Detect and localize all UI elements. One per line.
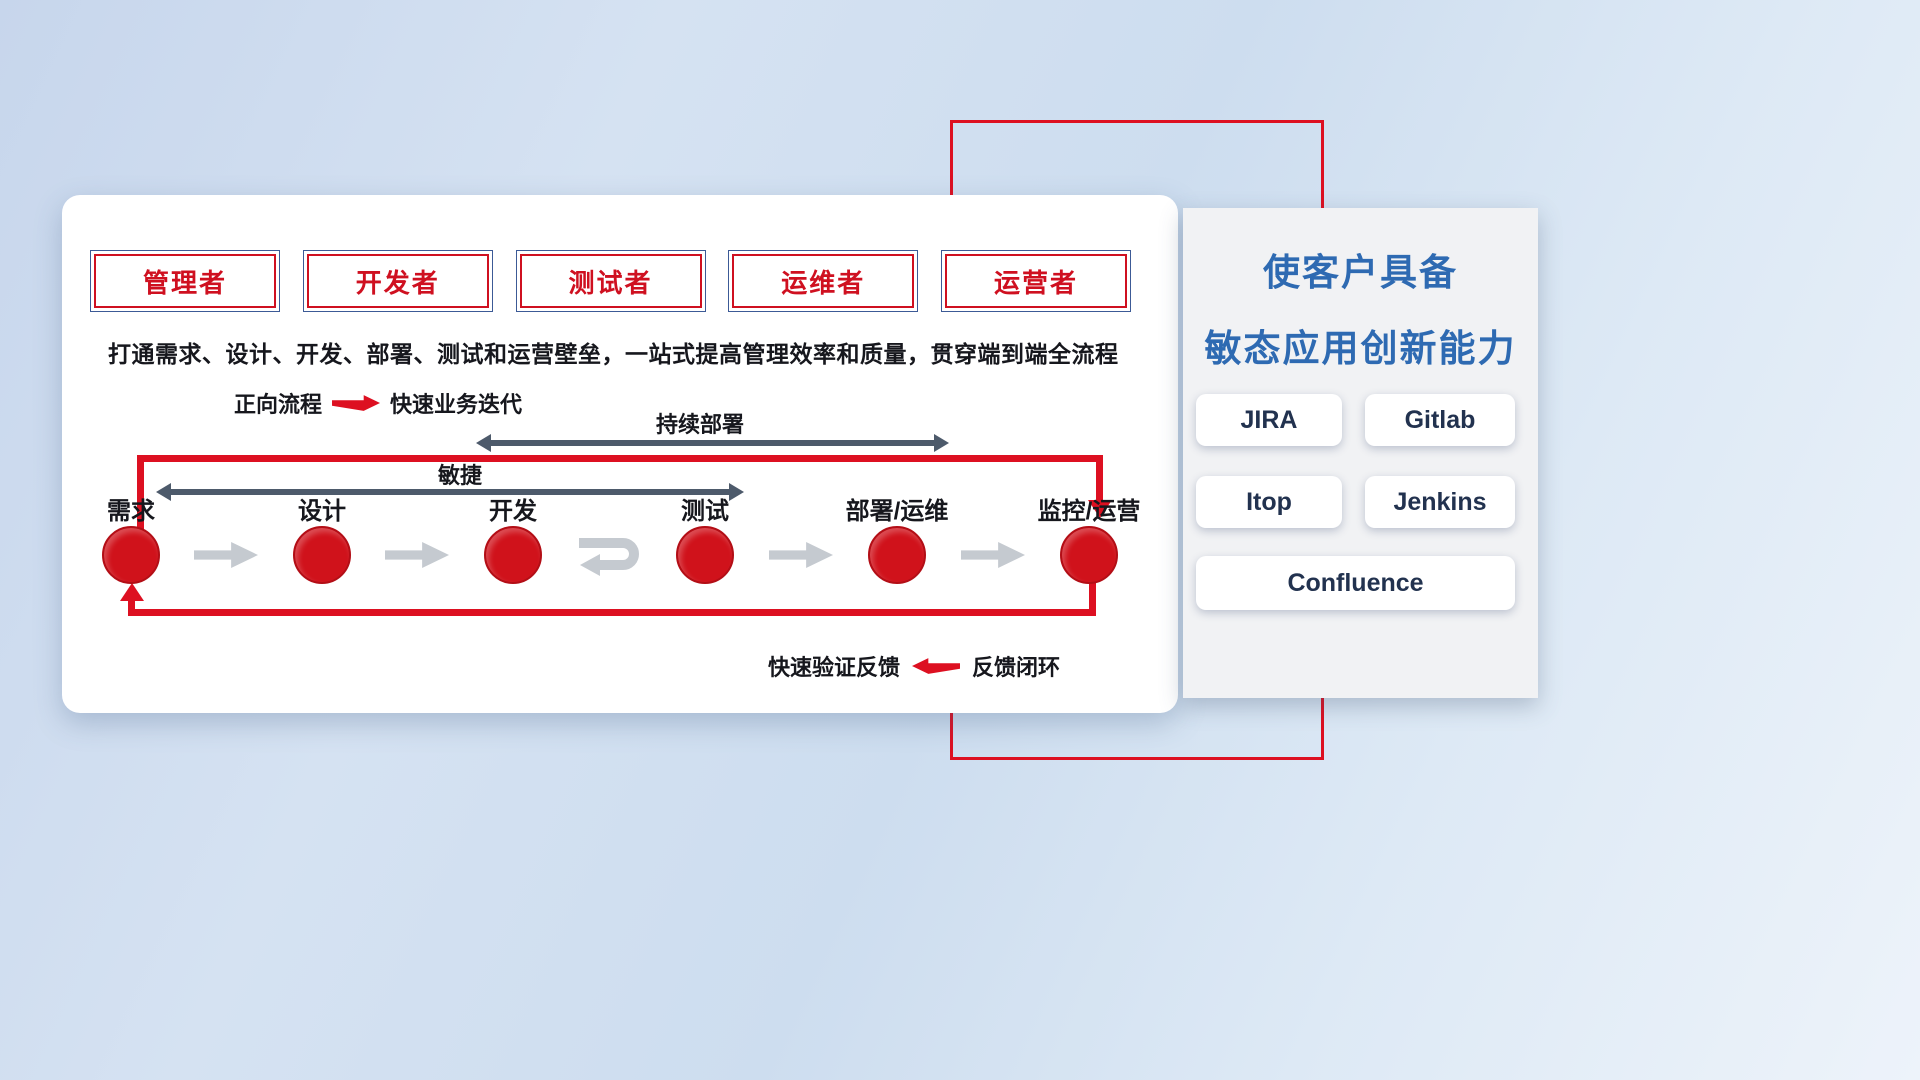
role-label: 开发者 xyxy=(306,254,489,308)
tool-chip-jenkins: Jenkins xyxy=(1365,476,1515,528)
stage-label-develop: 开发 xyxy=(489,498,537,525)
legend-forward-desc: 快速业务迭代 xyxy=(390,392,523,417)
iteration-loop-arrow-icon xyxy=(569,529,649,584)
legend-forward-label: 正向流程 xyxy=(234,392,323,417)
role-box-manager: 管理者 xyxy=(90,250,280,312)
feedback-loop-arrow-icon xyxy=(120,583,144,601)
stage-label-monitor-op: 监控/运营 xyxy=(1037,498,1141,525)
continuous-deploy-label: 持续部署 xyxy=(655,412,744,437)
role-label: 运营者 xyxy=(945,254,1127,308)
forward-arrow-icon xyxy=(332,395,381,411)
panel-title-line1: 使客户具备 xyxy=(1263,252,1458,293)
stage-label-test: 测试 xyxy=(681,498,729,525)
role-label: 运维者 xyxy=(732,254,915,308)
legend-feedback-label: 反馈闭环 xyxy=(972,655,1061,680)
stage-node-requirements xyxy=(102,526,160,584)
flow-arrow-icon xyxy=(194,542,258,568)
forward-loop-line xyxy=(137,455,144,533)
flow-arrow-icon xyxy=(385,542,449,568)
forward-loop-line xyxy=(137,455,1103,462)
tool-chip-jira: JIRA xyxy=(1196,394,1342,446)
legend-feedback-desc: 快速验证反馈 xyxy=(768,655,901,680)
devops-flow-card: 管理者 开发者 测试者 运维者 运营者 打通需求、设计、开发、部署、测试和运营壁… xyxy=(62,195,1178,713)
stage-label-design: 设计 xyxy=(298,498,346,525)
feedback-loop-line xyxy=(1089,583,1096,616)
role-box-ops: 运维者 xyxy=(728,250,919,312)
stage-node-test xyxy=(676,526,734,584)
legend-feedback: 快速验证反馈 反馈闭环 xyxy=(768,650,1060,682)
tool-chip-itop: Itop xyxy=(1196,476,1342,528)
roles-row: 管理者 开发者 测试者 运维者 运营者 xyxy=(90,250,1131,312)
feedback-arrow-icon xyxy=(912,658,961,674)
stage-label-deploy-ops: 部署/运维 xyxy=(845,498,949,525)
tool-chip-gitlab: Gitlab xyxy=(1365,394,1515,446)
role-box-operator: 运营者 xyxy=(941,250,1131,312)
stage-node-monitor-op xyxy=(1060,526,1118,584)
flow-arrow-icon xyxy=(961,542,1025,568)
role-box-tester: 测试者 xyxy=(515,250,706,312)
feedback-loop-line xyxy=(128,609,1096,616)
forward-loop-arrow-icon xyxy=(1088,500,1112,518)
role-label: 测试者 xyxy=(519,254,702,308)
stage-node-deploy-ops xyxy=(868,526,926,584)
panel-title-line2: 敏态应用创新能力 xyxy=(1204,328,1517,369)
stage-node-develop xyxy=(484,526,542,584)
flow-arrow-icon xyxy=(769,542,833,568)
continuous-deploy-double-arrow-icon xyxy=(476,434,949,452)
card-subtitle: 打通需求、设计、开发、部署、测试和运营壁垒，一站式提高管理效率和质量，贯穿端到端… xyxy=(108,341,1119,367)
tool-chip-confluence: Confluence xyxy=(1196,556,1515,610)
stage-label-requirements: 需求 xyxy=(107,498,155,525)
legend-forward: 正向流程 快速业务迭代 xyxy=(234,387,522,419)
forward-loop-line xyxy=(1096,455,1103,501)
role-box-developer: 开发者 xyxy=(302,250,493,312)
feedback-loop-line xyxy=(128,598,135,616)
agile-label: 敏捷 xyxy=(437,463,482,488)
capability-panel: 使客户具备 敏态应用创新能力 JIRA Gitlab Itop Jenkins … xyxy=(1183,208,1538,698)
role-label: 管理者 xyxy=(94,254,276,308)
agile-double-arrow-icon xyxy=(156,483,744,501)
stage-node-design xyxy=(293,526,351,584)
